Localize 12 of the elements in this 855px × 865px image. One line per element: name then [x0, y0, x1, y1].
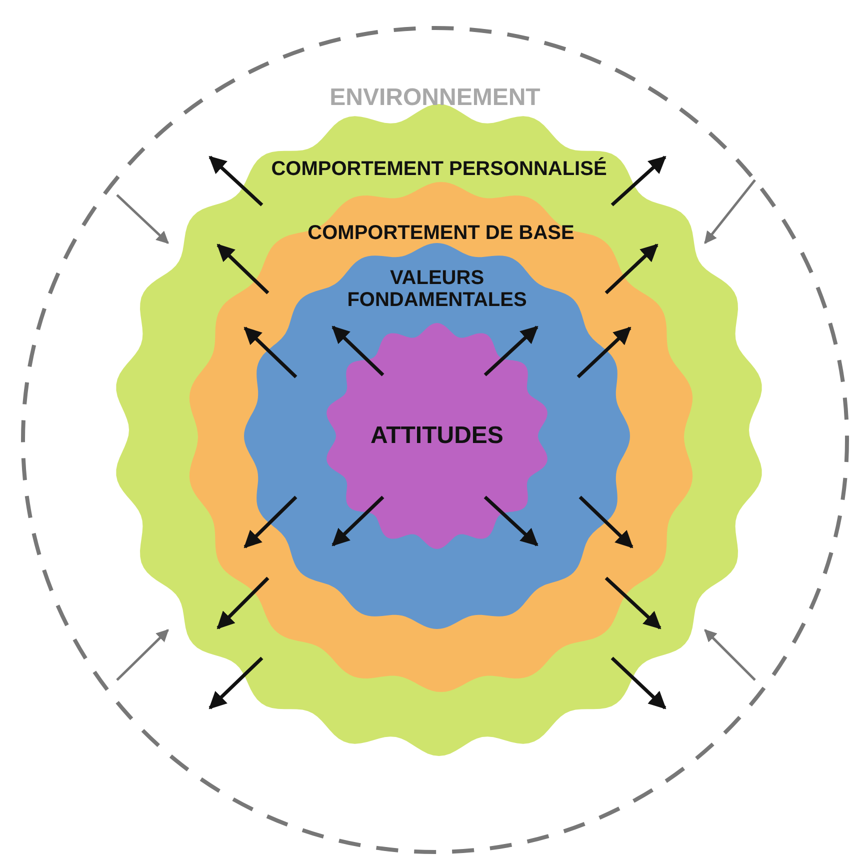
ring-label: ATTITUDES: [370, 423, 504, 450]
ring-label: COMPORTEMENT PERSONNALISÉ: [270, 158, 608, 180]
wavy-ring: [244, 243, 630, 629]
arrow: [116, 629, 169, 681]
arrow: [704, 179, 756, 244]
dashed-circle: [20, 25, 850, 855]
arrow: [704, 629, 756, 681]
ring-label: ENVIRONNEMENT: [328, 85, 542, 112]
arrow: [116, 194, 169, 244]
wavy-ring: [113, 104, 765, 756]
ring-label: VALEURS FONDAMENTALES: [346, 267, 528, 311]
ring-label: COMPORTEMENT DE BASE: [306, 222, 576, 244]
